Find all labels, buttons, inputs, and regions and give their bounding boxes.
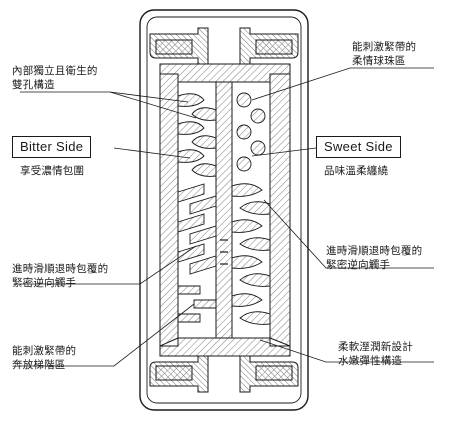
- label-bottom-left-1: 能刺激緊帶的: [12, 345, 77, 357]
- label-top-right-2: 柔情球珠區: [352, 55, 406, 67]
- label-bottom-right-1: 柔軟溼潤新設計: [338, 341, 413, 353]
- divider-marks: [220, 239, 228, 265]
- bitter-side-desc: 享受濃情包圍: [20, 165, 85, 177]
- outer-casing: [139, 9, 309, 411]
- sweet-side-desc: 品味溫柔纏繞: [324, 165, 389, 177]
- label-mid-right-1: 進時滑順退時包覆的: [326, 245, 423, 257]
- sweet-side-label: Sweet Side: [316, 136, 401, 158]
- bitter-side-label: Bitter Side: [12, 136, 92, 158]
- label-mid-left-1: 進時滑順退時包覆的: [12, 263, 109, 275]
- sweet-channel-ribs: [231, 92, 271, 325]
- sleeve-right-wall: [269, 73, 291, 347]
- label-bottom-right-2: 水嫩彈性構造: [338, 355, 403, 367]
- label-mid-right-2: 緊密逆向觸手: [326, 259, 391, 271]
- label-top-left-2: 雙孔構造: [12, 79, 55, 91]
- bitter-channel-ribs: [177, 93, 217, 323]
- label-bottom-left-2: 奔放梯階區: [12, 359, 66, 371]
- inner-casing-wall: [146, 16, 302, 404]
- sleeve-left-wall: [159, 73, 179, 347]
- center-divider: [215, 81, 233, 339]
- leader-lines: [20, 67, 434, 367]
- label-top-left-1: 內部獨立且衛生的: [12, 65, 98, 77]
- top-cap: [149, 27, 299, 65]
- label-mid-left-2: 緊密逆向觸手: [12, 277, 77, 289]
- bottom-cap: [149, 355, 299, 393]
- label-top-right-1: 能刺激緊帶的: [352, 41, 417, 53]
